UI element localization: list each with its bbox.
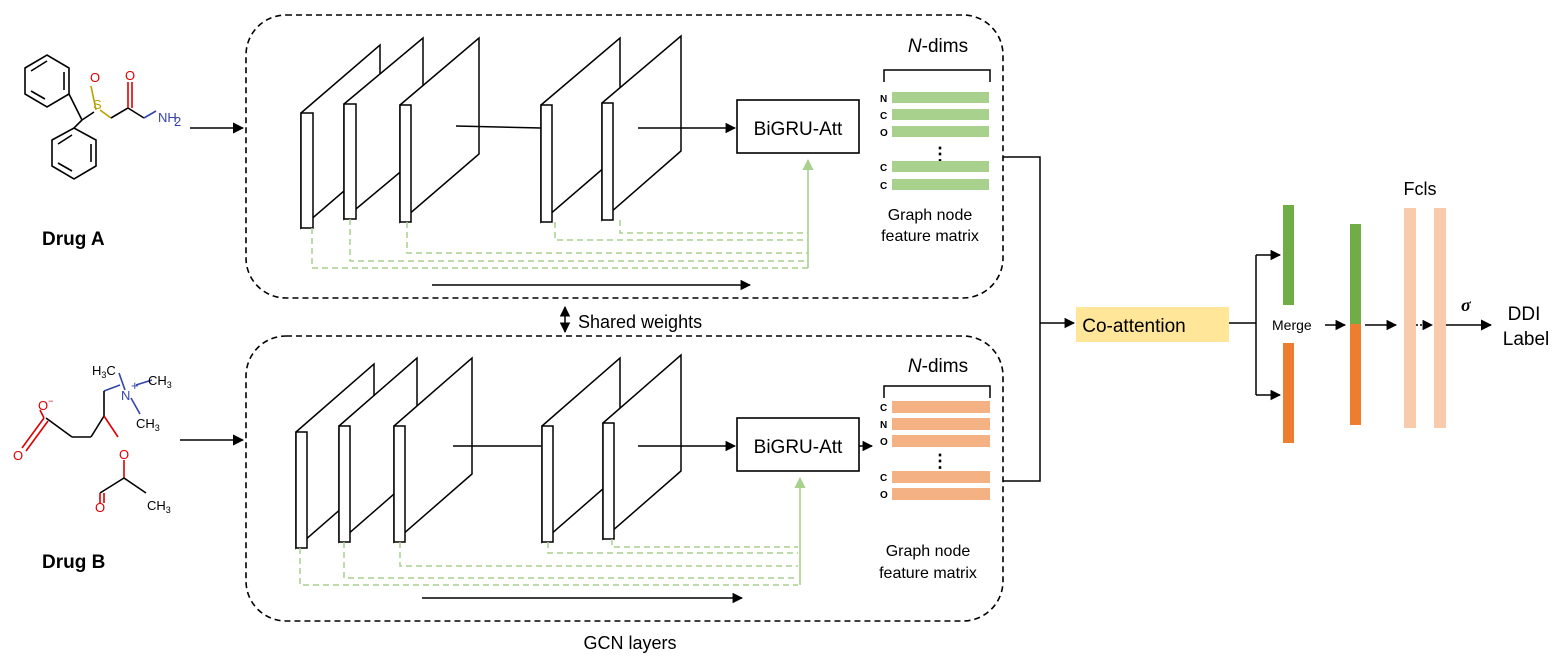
feature-row-bar — [892, 471, 990, 483]
drug-b-label: Drug B — [42, 552, 105, 573]
matrix-ellipsis: ⋮ — [931, 451, 949, 471]
row-label: N — [880, 420, 887, 431]
shared-weights-label: Shared weights — [578, 312, 702, 332]
drug-b-vector-bar — [1283, 343, 1294, 443]
feature-row-bar — [892, 435, 990, 447]
coattention-split-lines — [1229, 255, 1257, 395]
bottom-n-dims-label: N-dims — [908, 356, 968, 377]
top-gcn-layer-stack — [300, 34, 682, 230]
row-label: O — [880, 437, 888, 448]
feature-row-bar — [892, 179, 989, 190]
top-n-dims-label: N-dims — [908, 36, 968, 57]
bottom-matrix-caption-2: feature matrix — [879, 565, 977, 582]
row-label: C — [880, 181, 887, 192]
drug-b-atom-n: N — [121, 388, 130, 403]
drug-a-label: Drug A — [42, 229, 105, 250]
drug-a-vector-bar — [1283, 205, 1294, 305]
drug-b-atom-ch3c: CH3 — [147, 498, 171, 515]
row-label: C — [880, 111, 887, 122]
merge-label: Merge — [1272, 317, 1312, 333]
output-label-line1: DDI — [1508, 304, 1541, 325]
bottom-feature-matrix: C N O ⋮ C O — [880, 401, 990, 501]
top-feature-matrix: N C O ⋮ C C — [880, 92, 989, 192]
drug-a-atom-s: S — [93, 97, 102, 112]
drug-a-atom-o: O — [90, 70, 100, 85]
top-bigru-att-block — [736, 99, 860, 154]
feature-row-bar — [892, 92, 989, 103]
feature-row-bar — [892, 488, 990, 500]
drug-a-atom-nh: NH — [158, 110, 177, 125]
top-matrix-caption-2: feature matrix — [881, 228, 979, 245]
drug-b-atom-o3: O — [95, 500, 105, 515]
merged-vector-orange — [1350, 324, 1361, 425]
drug-b-atom-o2: O — [119, 447, 129, 462]
drug-a-atom-o2: O — [125, 68, 135, 83]
fcls-label: Fcls — [1404, 179, 1437, 199]
row-label: C — [880, 163, 887, 174]
row-label: O — [880, 490, 888, 501]
top-gcn-branch: BiGRU-Att N-dims N C O ⋮ C C Graph node … — [245, 14, 1004, 299]
bottom-branch-container — [245, 335, 1004, 622]
drug-a-molecule — [24, 54, 157, 180]
feature-row-bar — [892, 418, 990, 430]
top-bigru-att-label: BiGRU-Att — [754, 119, 843, 140]
fc-layer-2 — [1434, 208, 1446, 428]
gcn-layers-label: GCN layers — [583, 633, 676, 653]
row-label: O — [880, 128, 888, 139]
branch-merge-lines — [1003, 156, 1041, 482]
row-label: C — [880, 403, 887, 414]
drug-b-atom-o1: O — [13, 448, 23, 463]
layer-gap-line — [455, 125, 542, 129]
row-label: C — [880, 473, 887, 484]
bottom-bigru-att-label: BiGRU-Att — [754, 437, 843, 458]
feature-row-bar — [892, 126, 989, 137]
bottom-bigru-att-block — [736, 417, 860, 472]
feature-row-bar — [892, 109, 989, 120]
drug-b-atom-plus: + — [131, 378, 139, 393]
bottom-skip-connections — [299, 539, 798, 586]
top-skip-connections — [311, 219, 808, 269]
feature-row-bar — [892, 401, 990, 413]
bottom-gcn-layer-stack — [295, 353, 682, 550]
fc-layer-1 — [1404, 208, 1416, 428]
merged-vector-green — [1350, 224, 1361, 324]
co-attention-block — [1076, 307, 1229, 342]
output-label-line2: Label — [1503, 329, 1550, 350]
drug-a-atom-sub2: 2 — [174, 114, 181, 129]
bottom-matrix-caption-1: Graph node — [886, 543, 971, 560]
bottom-n-dims-bracket — [883, 385, 991, 398]
drug-b-atom-h3c: H3C — [92, 363, 116, 380]
sigma-symbol: σ — [1461, 295, 1472, 315]
bottom-gcn-branch: BiGRU-Att N-dims C N O ⋮ C O Graph node … — [245, 335, 1004, 622]
row-label: N — [880, 94, 887, 105]
co-attention-label: Co-attention — [1082, 316, 1186, 337]
top-matrix-caption-1: Graph node — [888, 207, 973, 224]
drug-b-atom-ch3b: CH3 — [136, 416, 160, 433]
drug-b-molecule — [21, 372, 153, 503]
top-n-dims-bracket — [883, 69, 991, 82]
drug-b-atom-o-minus: O− — [38, 396, 53, 413]
drug-b-atom-ch3a: CH3 — [148, 373, 172, 390]
feature-row-bar — [892, 161, 989, 172]
matrix-ellipsis: ⋮ — [931, 144, 949, 164]
